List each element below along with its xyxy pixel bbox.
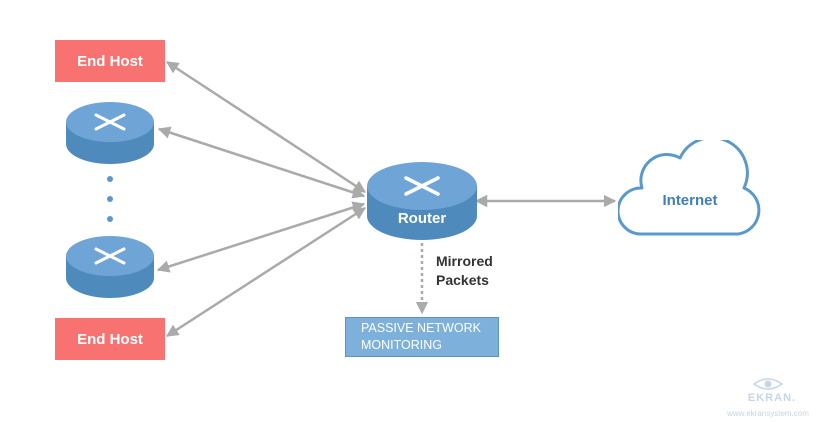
ellipsis-dot	[107, 216, 113, 222]
monitoring-line-1: PASSIVE NETWORK	[361, 321, 481, 335]
router-icon	[66, 236, 154, 298]
router-icon	[66, 102, 154, 164]
mirrored-packets-line-1: Mirrored	[436, 253, 493, 269]
internet-label: Internet	[662, 192, 718, 209]
router-icon	[367, 162, 477, 240]
more-devices-ellipsis	[107, 176, 113, 236]
link-switch-top-router	[157, 126, 366, 199]
mirrored-packets-line-2: Packets	[436, 272, 489, 288]
end-host-top: End Host	[55, 40, 165, 82]
end-host-top-label: End Host	[77, 52, 143, 70]
end-host-bottom-label: End Host	[77, 330, 143, 348]
ekran-logo-text: EKRAN.	[747, 392, 797, 404]
monitoring-line-2: MONITORING	[361, 338, 443, 352]
end-host-bottom: End Host	[55, 318, 165, 360]
link-switch-bottom-router	[156, 201, 366, 273]
router-label: Router	[397, 210, 447, 227]
link-host-bottom-router	[165, 206, 367, 338]
cloud-icon	[618, 140, 761, 236]
ekran-url: www.ekransystem.com	[727, 409, 809, 418]
ellipsis-dot	[107, 176, 113, 182]
passive-network-monitoring-box: PASSIVE NETWORK MONITORING	[345, 317, 499, 357]
eye-icon	[752, 378, 784, 390]
ellipsis-dot	[107, 196, 113, 202]
mirrored-packets-label: Mirrored Packets	[436, 252, 493, 290]
link-host-top-router	[165, 60, 367, 194]
